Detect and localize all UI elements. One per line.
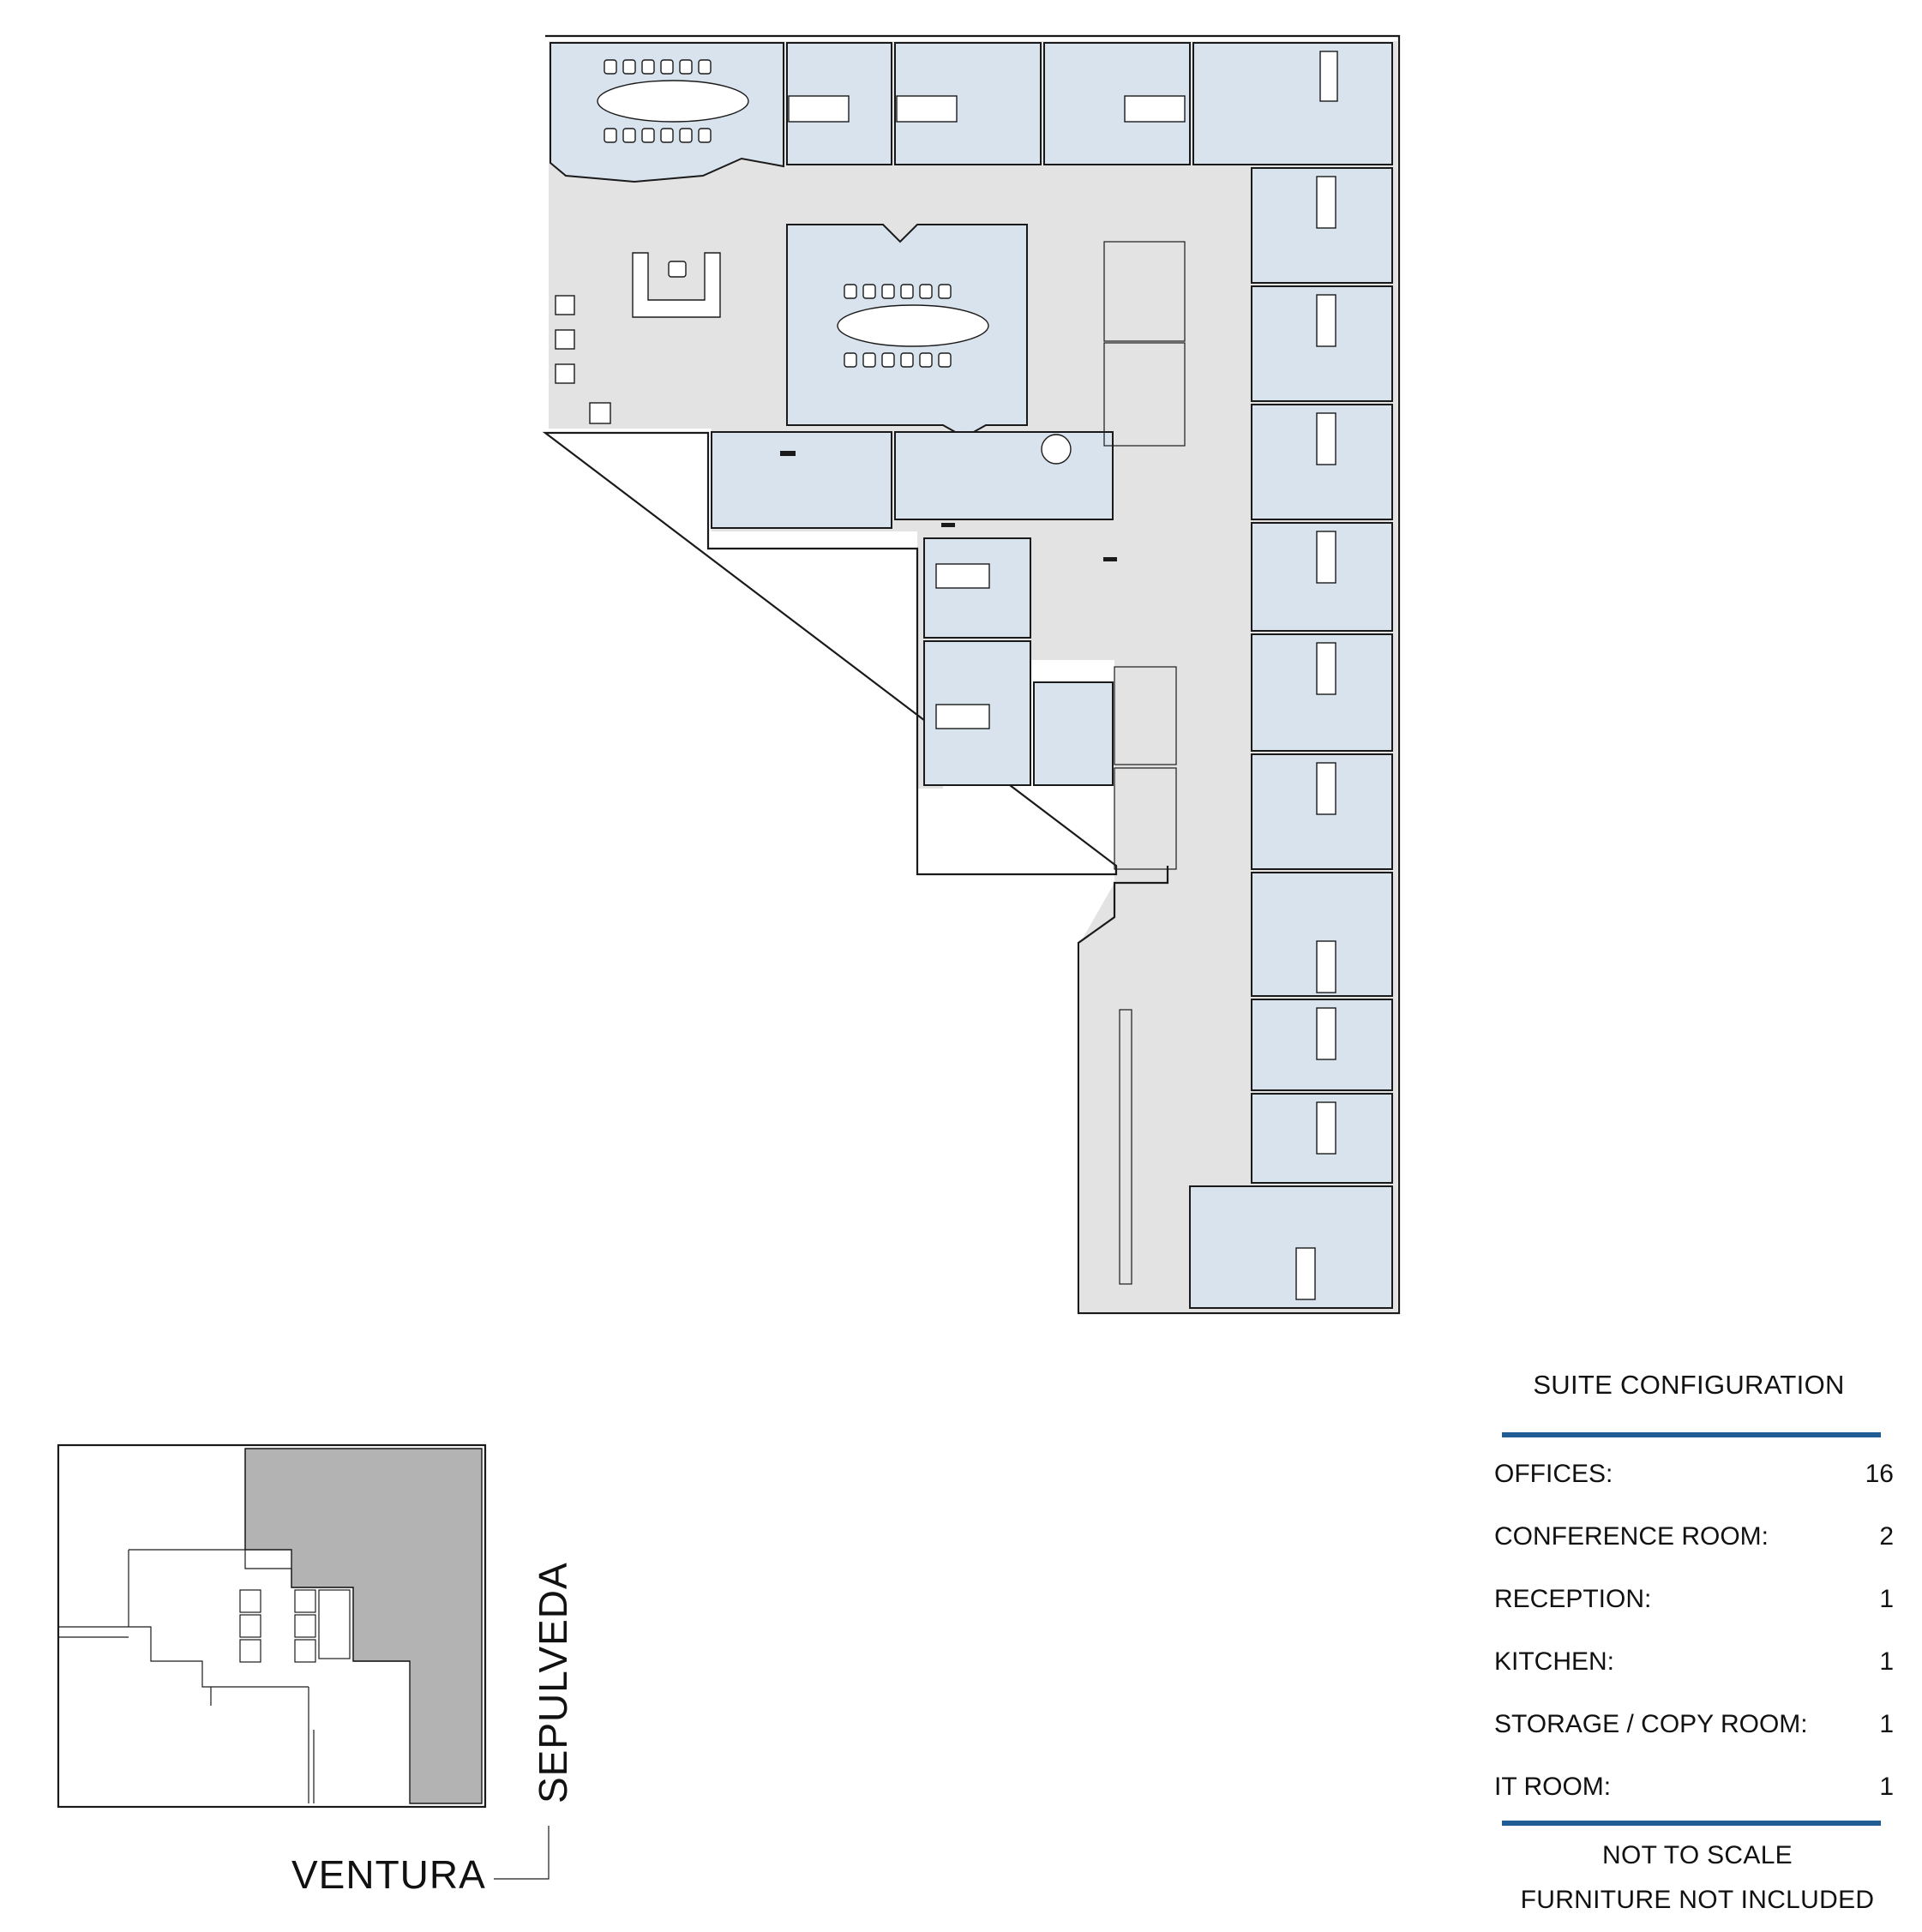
legend-label: CONFERENCE ROOM: <box>1494 1522 1769 1551</box>
street-label-ventura: VENTURA <box>291 1852 486 1897</box>
storage-copy-room <box>711 431 892 529</box>
key-plan <box>57 1443 550 1880</box>
legend-value: 1 <box>1879 1773 1894 1801</box>
legend-title: SUITE CONFIGURATION <box>1533 1370 1845 1400</box>
legend-label: OFFICES: <box>1494 1460 1613 1488</box>
legend-bottom-rule <box>1502 1821 1881 1826</box>
legend-value: 16 <box>1865 1460 1894 1488</box>
street-leader-line <box>494 1826 550 1880</box>
kitchen <box>894 431 1114 520</box>
furniture-note: FURNITURE NOT INCLUDED <box>1520 1886 1875 1914</box>
suite-floor-plan <box>542 34 1401 1315</box>
office-desks <box>788 51 1338 1300</box>
conference-table-2 <box>837 304 989 347</box>
conference-chairs <box>604 59 952 368</box>
legend-value: 1 <box>1879 1710 1894 1738</box>
not-to-scale-note: NOT TO SCALE <box>1601 1841 1793 1869</box>
storage-shelving <box>1119 1009 1132 1285</box>
legend-label: IT ROOM: <box>1494 1773 1612 1801</box>
kitchen-storage <box>711 431 1114 529</box>
kitchen-table <box>1041 434 1072 465</box>
conference-table-1 <box>597 80 749 123</box>
workstations <box>1103 241 1186 870</box>
legend-top-rule <box>1502 1432 1881 1437</box>
office-corner-se <box>1189 1185 1393 1309</box>
legend-value: 1 <box>1879 1647 1894 1676</box>
legend-value: 1 <box>1879 1585 1894 1613</box>
suite-outline <box>542 34 1401 1315</box>
street-label-sepulveda: SEPULVEDA <box>531 1562 575 1803</box>
key-plan-core <box>58 1449 410 1803</box>
legend-label: KITCHEN: <box>1494 1647 1615 1676</box>
legend-label: STORAGE / COPY ROOM: <box>1494 1710 1808 1738</box>
legend-value: 2 <box>1879 1522 1894 1551</box>
reception-desk <box>632 252 721 318</box>
it-room <box>1033 681 1114 786</box>
office-top-2 <box>894 42 1042 165</box>
key-plan-elevators <box>239 1589 351 1663</box>
lobby-seating <box>555 295 611 424</box>
reception-chair <box>668 261 687 278</box>
legend-label: RECEPTION: <box>1494 1585 1652 1613</box>
office-corner-ne <box>1192 42 1393 165</box>
